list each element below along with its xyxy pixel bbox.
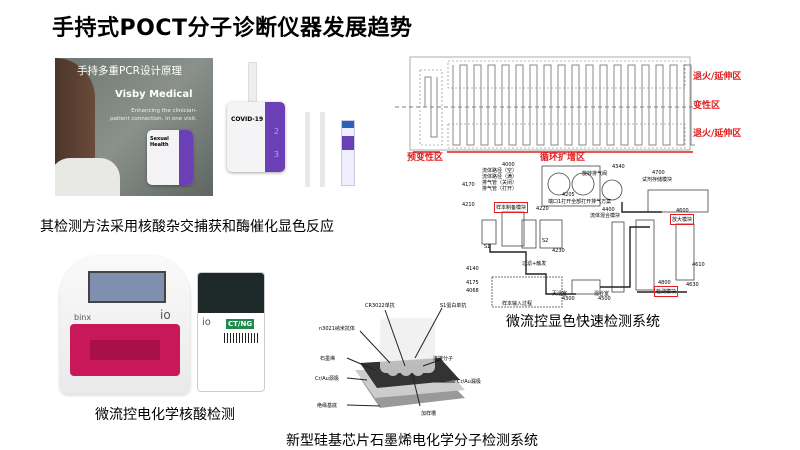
ref-number: 4300	[562, 296, 575, 302]
covid-label: COVID-19	[231, 116, 264, 123]
coat-shape	[55, 158, 120, 196]
ref-number: 4220	[536, 206, 549, 212]
ref-number: 4610	[692, 262, 705, 268]
pipette	[320, 112, 325, 187]
chip-drawing	[346, 307, 465, 408]
tagline-line2: patient connection, in one visit.	[110, 116, 197, 122]
ref-number: 4400	[602, 207, 615, 213]
purple-panel	[265, 102, 285, 172]
pipette	[305, 112, 310, 187]
ref-number: 4800	[658, 280, 671, 286]
schematic-legend: 流体路径（空） 流体路径（满） 排气管（关闭） 排气管（打开）	[482, 168, 517, 192]
graphene-chip-diagram: CR3022单抗 S1蛋白单抗 n3021纳米抗体 石墨烯 连接分子 Cr/Au…	[305, 298, 495, 420]
chip-label: 绝缘基底	[317, 403, 338, 409]
schematic-label: 混合室	[594, 291, 610, 297]
ref-number: 4175	[466, 280, 479, 286]
ref-number: 4500	[598, 296, 611, 302]
ref-number: 4170	[462, 182, 475, 188]
step-3: 3	[273, 150, 279, 159]
chip-label: 连接分子	[433, 356, 454, 362]
schematic-label: 样本输入过程	[502, 301, 533, 307]
ref-number: 4210	[462, 202, 475, 208]
step-2: 2	[273, 127, 279, 136]
microfluidic-schematic: 流体路径（空） 流体路径（满） 排气管（关闭） 排气管（打开） 4000 样本制…	[462, 162, 710, 310]
sample-tube	[341, 120, 355, 186]
ref-number: 4140	[466, 266, 479, 272]
binx-io-instrument: binx io	[60, 256, 190, 394]
chip-label: 石墨烯	[320, 356, 336, 362]
instrument-screen	[88, 271, 166, 303]
chip-label: CR3022单抗	[365, 303, 395, 309]
visby-covid-product: COVID-19 2 3	[215, 62, 380, 197]
ref-number: 4340	[612, 164, 625, 170]
cartridge-io-logo: io	[202, 317, 211, 328]
schematic-label: 过滤+触发	[522, 261, 547, 267]
boxed-label-detection: 检测模块	[654, 286, 679, 297]
schematic-label: 灭活室	[552, 291, 568, 297]
ref-number: 4700	[652, 170, 665, 176]
schematic-label: 流体混合模块	[590, 213, 621, 219]
page-title: 手持式POCT分子诊断仪器发展趋势	[52, 16, 413, 41]
boxed-label-amplification: 放大模块	[670, 214, 695, 225]
label-anneal-bottom: 退火/延伸区	[693, 129, 742, 139]
chip-label: 加样槽	[421, 411, 437, 417]
chip-label: Cr/Au源极	[315, 376, 339, 382]
schematic-label: 旋转排气阀	[582, 171, 608, 177]
legend-item: 排气管（打开）	[482, 186, 518, 192]
boxed-label-sample-prep: 样本制备模块	[494, 202, 529, 213]
ref-number: 4600	[676, 208, 689, 214]
schematic-label: 端口1打开全部打开排气方案	[548, 199, 612, 205]
label-predenature: 预变性区	[407, 153, 444, 163]
cartridge-slot	[70, 324, 180, 376]
pcr-serpentine-diagram	[395, 56, 695, 153]
label-cycle-amplification: 循环扩增区	[540, 153, 586, 163]
chip-label: Cr/Au漏极	[457, 379, 481, 385]
purple-panel	[179, 130, 193, 185]
device-label: Sexual Health	[150, 136, 169, 148]
cartridge-circuit	[198, 273, 264, 313]
legend-item: 流体路径（空）	[482, 168, 518, 174]
caption-schematic: 微流控显色快速检测系统	[506, 314, 660, 330]
io-logo: io	[160, 308, 171, 322]
caption-chip: 新型硅基芯片石墨烯电化学分子检测系统	[286, 433, 538, 449]
tagline-line1: Enhancing the clinician-	[131, 108, 197, 114]
schematic-label: 试剂存储模块	[642, 177, 673, 183]
legend-item: 流体路径（满）	[482, 174, 518, 180]
chip-label: n3021纳米抗体	[319, 326, 355, 332]
ref-number: S2	[542, 238, 549, 244]
visby-tagline: Enhancing the clinician-patient connecti…	[91, 107, 197, 123]
ref-number: 4205	[562, 192, 575, 198]
binx-brand: binx	[74, 313, 92, 322]
legend-item: 排气管（关闭）	[482, 180, 518, 186]
ref-number: 4230	[552, 248, 565, 254]
cartridge-label: CT/NG	[226, 319, 255, 329]
handheld-device: Sexual Health	[147, 130, 193, 185]
caption-visby: 其检测方法采用核酸杂交捕获和酶催化显色反应	[40, 219, 334, 235]
ref-number: 4000	[502, 162, 515, 168]
visby-ad-image: 手持多重PCR设计原理 Visby Medical Enhancing the …	[55, 58, 213, 196]
ref-number: 4630	[686, 282, 699, 288]
label-denature: 变性区	[693, 101, 721, 111]
visby-overlay-title: 手持多重PCR设计原理	[77, 65, 182, 77]
covid-device: COVID-19 2 3	[227, 102, 285, 172]
ref-number: S1	[484, 244, 491, 250]
ref-number: 4068	[466, 288, 479, 294]
binx-cartridge: io CT/NG	[197, 272, 265, 392]
label-anneal-top: 退火/延伸区	[693, 72, 742, 82]
caption-binx: 微流控电化学核酸检测	[95, 407, 235, 423]
barcode	[224, 333, 258, 343]
visby-brand: Visby Medical	[115, 89, 193, 100]
chip-label: S1蛋白单抗	[440, 303, 467, 309]
